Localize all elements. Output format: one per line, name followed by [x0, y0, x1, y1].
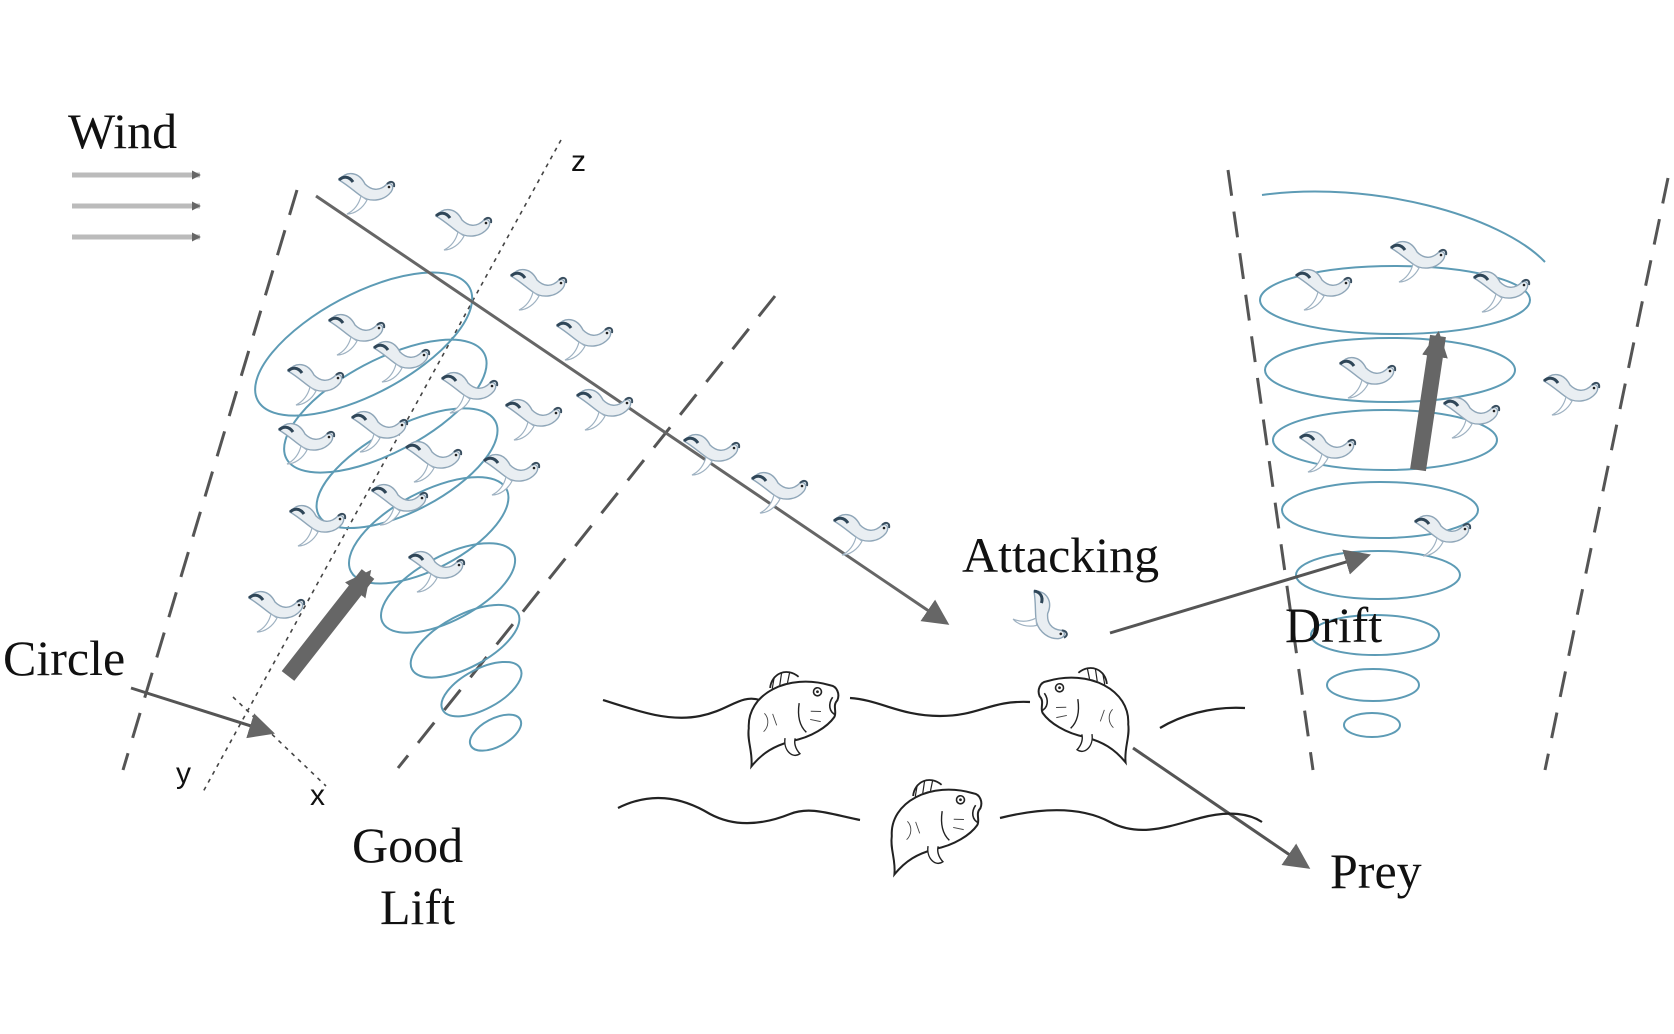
seagull-icon	[404, 440, 463, 484]
seagull-icon	[434, 208, 493, 252]
seagull-icon	[1338, 356, 1397, 400]
seagull-icon	[1442, 396, 1501, 440]
seagull-icon	[440, 371, 499, 415]
good-lift-boundary	[121, 189, 777, 771]
glide-path-arrow	[315, 194, 950, 625]
wind-label: Wind	[68, 103, 177, 159]
seagull-icon	[482, 453, 541, 497]
circle-pointer-arrow	[130, 686, 275, 739]
axis-x-label: x	[310, 779, 325, 812]
seagull-flock	[247, 172, 1601, 657]
seagull-icon	[372, 340, 431, 384]
seagull-icon	[750, 471, 809, 515]
fish-icon	[735, 662, 850, 768]
seagull-icon	[832, 513, 891, 557]
seagull-icon	[1389, 240, 1448, 284]
seagull-icon	[682, 433, 741, 477]
wind-arrows	[72, 170, 201, 242]
seagull-icon	[1472, 270, 1531, 314]
drift-arrow	[1109, 549, 1371, 635]
drift-spiral-right	[1259, 190, 1546, 738]
drift-boundary	[1226, 169, 1670, 771]
seagull-icon	[247, 590, 306, 634]
seagull-icon	[1542, 373, 1601, 417]
axes	[202, 139, 562, 793]
climb-arrow-right	[1410, 330, 1448, 472]
good-lift-label-line2: Lift	[380, 879, 455, 935]
seagull-icon	[1294, 268, 1353, 312]
seagull-icon	[350, 410, 409, 454]
attacking-label: Attacking	[962, 527, 1159, 583]
seagull-icon	[555, 318, 614, 362]
seagull-icon	[509, 268, 568, 312]
drift-label: Drift	[1285, 597, 1382, 653]
seagull-icon	[504, 398, 563, 442]
prey-arrow	[1132, 746, 1311, 869]
seagull-icon	[277, 422, 336, 466]
seagull-icon	[337, 172, 396, 216]
climb-arrow-left	[281, 569, 375, 681]
axis-z-label: z	[571, 145, 586, 178]
seagull-icon	[1006, 585, 1076, 657]
fish-icon	[878, 770, 993, 876]
prey-label: Prey	[1330, 843, 1422, 899]
axis-y-label: y	[176, 757, 191, 790]
water-waves	[602, 696, 1263, 831]
seagull-icon	[575, 388, 634, 432]
circle-label: Circle	[3, 630, 125, 686]
fish-icon	[1027, 658, 1142, 764]
good-lift-label-line1: Good	[352, 817, 463, 873]
seagull-icon	[370, 483, 429, 527]
fish-group	[735, 658, 1142, 876]
